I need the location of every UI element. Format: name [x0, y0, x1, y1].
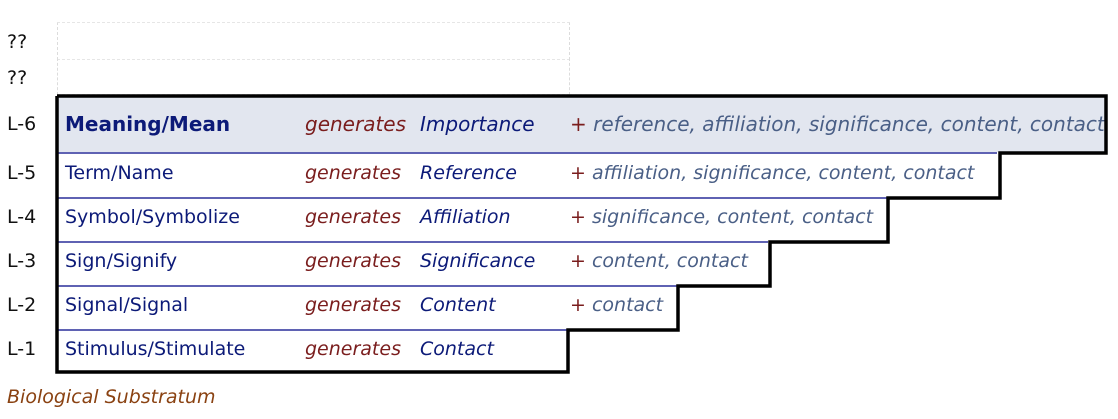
- row-term: Signal/Signal: [65, 294, 189, 316]
- plus-sign: +: [570, 206, 586, 228]
- row-verb: generates: [305, 294, 401, 316]
- row-verb: generates: [305, 112, 407, 136]
- row-verb: generates: [305, 338, 401, 360]
- row-term: Term/Name: [65, 162, 174, 184]
- level-row-l5: Term/Name generates Reference + affiliat…: [57, 155, 997, 191]
- level-label-placeholder: ??: [7, 67, 28, 89]
- row-term: Symbol/Symbolize: [65, 206, 240, 228]
- empty-level-box: [57, 22, 570, 60]
- level-row-l6: Meaning/Mean generates Importance + refe…: [57, 96, 1105, 152]
- additions-text: significance, content, contact: [591, 206, 874, 228]
- row-additions: + contact: [570, 287, 663, 323]
- level-label-placeholder: ??: [7, 31, 28, 53]
- level-row-l2: Signal/Signal generates Content + contac…: [57, 287, 677, 323]
- additions-text: content, contact: [591, 250, 748, 272]
- row-verb: generates: [305, 162, 401, 184]
- additions-text: affiliation, significance, content, cont…: [591, 162, 975, 184]
- row-additions: + affiliation, significance, content, co…: [570, 155, 974, 191]
- row-term: Meaning/Mean: [65, 112, 231, 136]
- level-label: L-6: [7, 113, 37, 135]
- row-result: Importance: [420, 112, 535, 136]
- stair-step-outline: [55, 94, 1108, 374]
- level-row-l1: Stimulus/Stimulate generates Contact: [57, 331, 568, 367]
- level-label: L-1: [7, 338, 37, 360]
- row-result: Significance: [420, 250, 536, 272]
- row-term: Stimulus/Stimulate: [65, 338, 246, 360]
- row-result: Affiliation: [420, 206, 511, 228]
- row-additions: + reference, affiliation, significance, …: [570, 105, 1105, 143]
- row-result: Contact: [420, 338, 494, 360]
- plus-sign: +: [570, 250, 586, 272]
- row-result: Reference: [420, 162, 517, 184]
- plus-sign: +: [570, 112, 587, 136]
- plus-sign: +: [570, 294, 586, 316]
- additions-text: contact: [591, 294, 664, 316]
- row-verb: generates: [305, 206, 401, 228]
- level-row-l4: Symbol/Symbolize generates Affiliation +…: [57, 199, 887, 235]
- row-dividers: [57, 152, 997, 331]
- additions-text: reference, affiliation, significance, co…: [593, 112, 1105, 136]
- row-verb: generates: [305, 250, 401, 272]
- row-additions: + significance, content, contact: [570, 199, 873, 235]
- level-label: L-5: [7, 162, 37, 184]
- level-label: L-2: [7, 294, 37, 316]
- level-label: L-4: [7, 206, 37, 228]
- level-label: L-3: [7, 250, 37, 272]
- row-additions: + content, contact: [570, 243, 748, 279]
- row-term: Sign/Signify: [65, 250, 178, 272]
- row-result: Content: [420, 294, 496, 316]
- level-row-l3: Sign/Signify generates Significance + co…: [57, 243, 768, 279]
- biological-substratum-label: Biological Substratum: [7, 386, 216, 408]
- plus-sign: +: [570, 162, 586, 184]
